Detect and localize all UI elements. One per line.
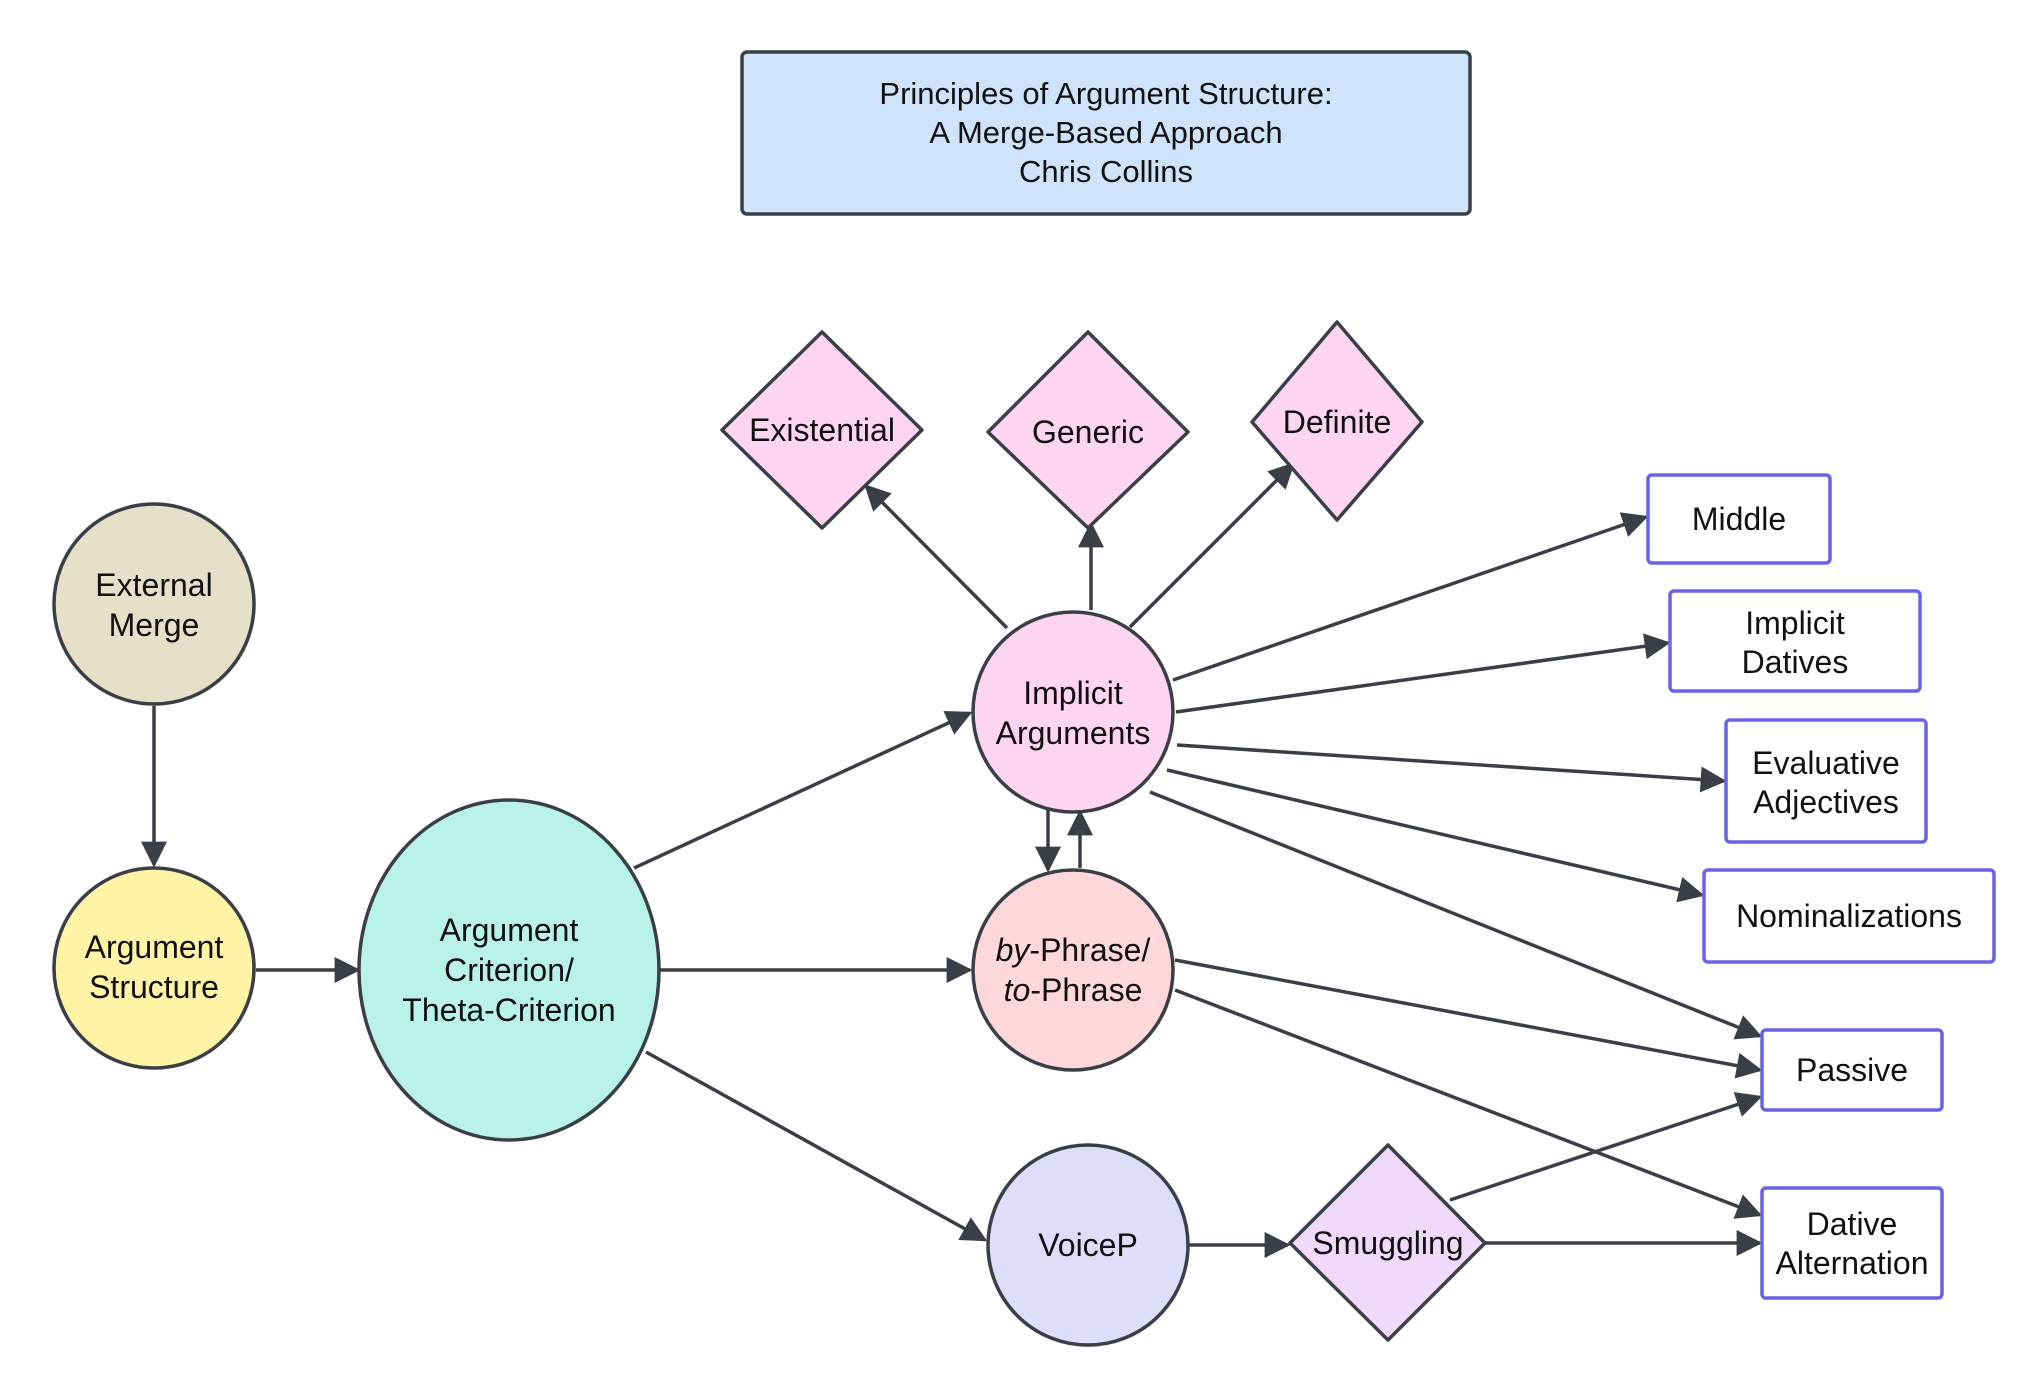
external-merge-label-2: Merge — [109, 607, 200, 643]
voicep-label: VoiceP — [1038, 1227, 1138, 1263]
edge-implicit-arguments-to-middle — [1172, 512, 1649, 682]
dative-alternation-label-2: Alternation — [1776, 1245, 1929, 1281]
dative-alternation-box — [1760, 1186, 1944, 1300]
by-phrase-label-2: to-Phrase — [1004, 972, 1143, 1008]
by-italic: by — [996, 932, 1032, 968]
node-argument-structure: Argument Structure — [52, 866, 256, 1070]
edge-implicit-arguments-to-existential — [864, 484, 1009, 630]
smuggling-label: Smuggling — [1312, 1225, 1463, 1261]
edge-implicit-arguments-to-nominalizations — [1166, 768, 1705, 903]
external-merge-shape — [52, 502, 256, 706]
edge-implicit-arguments-to-passive — [1149, 790, 1763, 1040]
external-merge-label-1: External — [95, 567, 212, 603]
nominalizations-box — [1702, 868, 1996, 964]
node-voicep: VoiceP — [986, 1143, 1190, 1347]
dative-alternation-label-1: Dative — [1807, 1206, 1898, 1242]
argument-criterion-label-3: Theta-Criterion — [402, 992, 615, 1028]
node-argument-criterion: Argument Criterion/ Theta-Criterion — [357, 798, 661, 1142]
existential-shape — [720, 330, 924, 530]
middle-box — [1646, 473, 1832, 565]
implicit-arguments-shape — [971, 610, 1175, 814]
evaluative-adjectives-label-1: Evaluative — [1752, 745, 1900, 781]
node-implicit-datives: Implicit Datives — [1668, 589, 1922, 693]
evaluative-adjectives-box — [1724, 718, 1928, 844]
title-line-1: Principles of Argument Structure: — [879, 76, 1332, 111]
node-generic: Generic — [986, 330, 1190, 530]
to-italic: to — [1004, 972, 1031, 1008]
edge-implicit-arguments-to-implicit-datives — [1175, 633, 1671, 714]
generic-shape — [986, 330, 1190, 530]
generic-label: Generic — [1032, 414, 1144, 450]
definite-shape — [1250, 320, 1424, 522]
node-middle: Middle — [1646, 473, 1832, 565]
implicit-arguments-label-2: Arguments — [996, 715, 1151, 751]
node-dative-alternation: Dative Alternation — [1760, 1186, 1944, 1300]
edge-argument-criterion-to-implicit-arguments — [633, 710, 973, 870]
nominalizations-label: Nominalizations — [1736, 898, 1962, 934]
title-line-3: Chris Collins — [1019, 154, 1193, 189]
node-external-merge: External Merge — [52, 502, 256, 706]
middle-label: Middle — [1692, 501, 1786, 537]
edge-by-phrase-to-passive — [1174, 958, 1763, 1079]
to-rest: -Phrase — [1030, 972, 1142, 1008]
node-nominalizations: Nominalizations — [1702, 868, 1996, 964]
node-implicit-arguments: Implicit Arguments — [971, 610, 1175, 814]
by-rest: -Phrase/ — [1029, 932, 1150, 968]
argument-structure-label-1: Argument — [85, 929, 224, 965]
passive-box — [1760, 1028, 1944, 1112]
node-existential: Existential — [720, 330, 924, 530]
implicit-datives-label-1: Implicit — [1745, 605, 1845, 641]
implicit-datives-box — [1668, 589, 1922, 693]
title-box-shape — [740, 50, 1472, 216]
node-passive: Passive — [1760, 1028, 1944, 1112]
argument-criterion-label-2: Criterion/ — [444, 952, 574, 988]
title-line-2: A Merge-Based Approach — [929, 115, 1282, 150]
edge-implicit-arguments-to-evaluative-adjectives — [1176, 743, 1727, 793]
node-smuggling: Smuggling — [1288, 1143, 1487, 1342]
voicep-shape — [986, 1143, 1190, 1347]
by-phrase-label-1: by-Phrase/ — [996, 932, 1151, 968]
node-by-phrase: by-Phrase/ to-Phrase — [971, 868, 1175, 1072]
evaluative-adjectives-label-2: Adjectives — [1753, 784, 1899, 820]
edge-by-phrase-to-dative-alternation — [1174, 988, 1763, 1219]
argument-criterion-label-1: Argument — [440, 912, 579, 948]
edges — [141, 462, 1763, 1258]
edge-implicit-arguments-to-definite — [1128, 462, 1295, 629]
smuggling-shape — [1288, 1143, 1487, 1342]
title-box: Principles of Argument Structure: A Merg… — [740, 50, 1472, 216]
implicit-datives-label-2: Datives — [1742, 644, 1849, 680]
edge-argument-criterion-to-voicep — [645, 1050, 988, 1242]
existential-label: Existential — [749, 412, 895, 448]
passive-label: Passive — [1796, 1052, 1908, 1088]
argument-structure-shape — [52, 866, 256, 1070]
definite-label: Definite — [1283, 404, 1392, 440]
argument-criterion-shape — [357, 798, 661, 1142]
argument-structure-label-2: Structure — [89, 969, 219, 1005]
edge-smuggling-to-passive — [1449, 1092, 1763, 1202]
implicit-arguments-label-1: Implicit — [1023, 675, 1123, 711]
by-phrase-shape — [971, 868, 1175, 1072]
node-definite: Definite — [1250, 320, 1424, 522]
node-evaluative-adjectives: Evaluative Adjectives — [1724, 718, 1928, 844]
